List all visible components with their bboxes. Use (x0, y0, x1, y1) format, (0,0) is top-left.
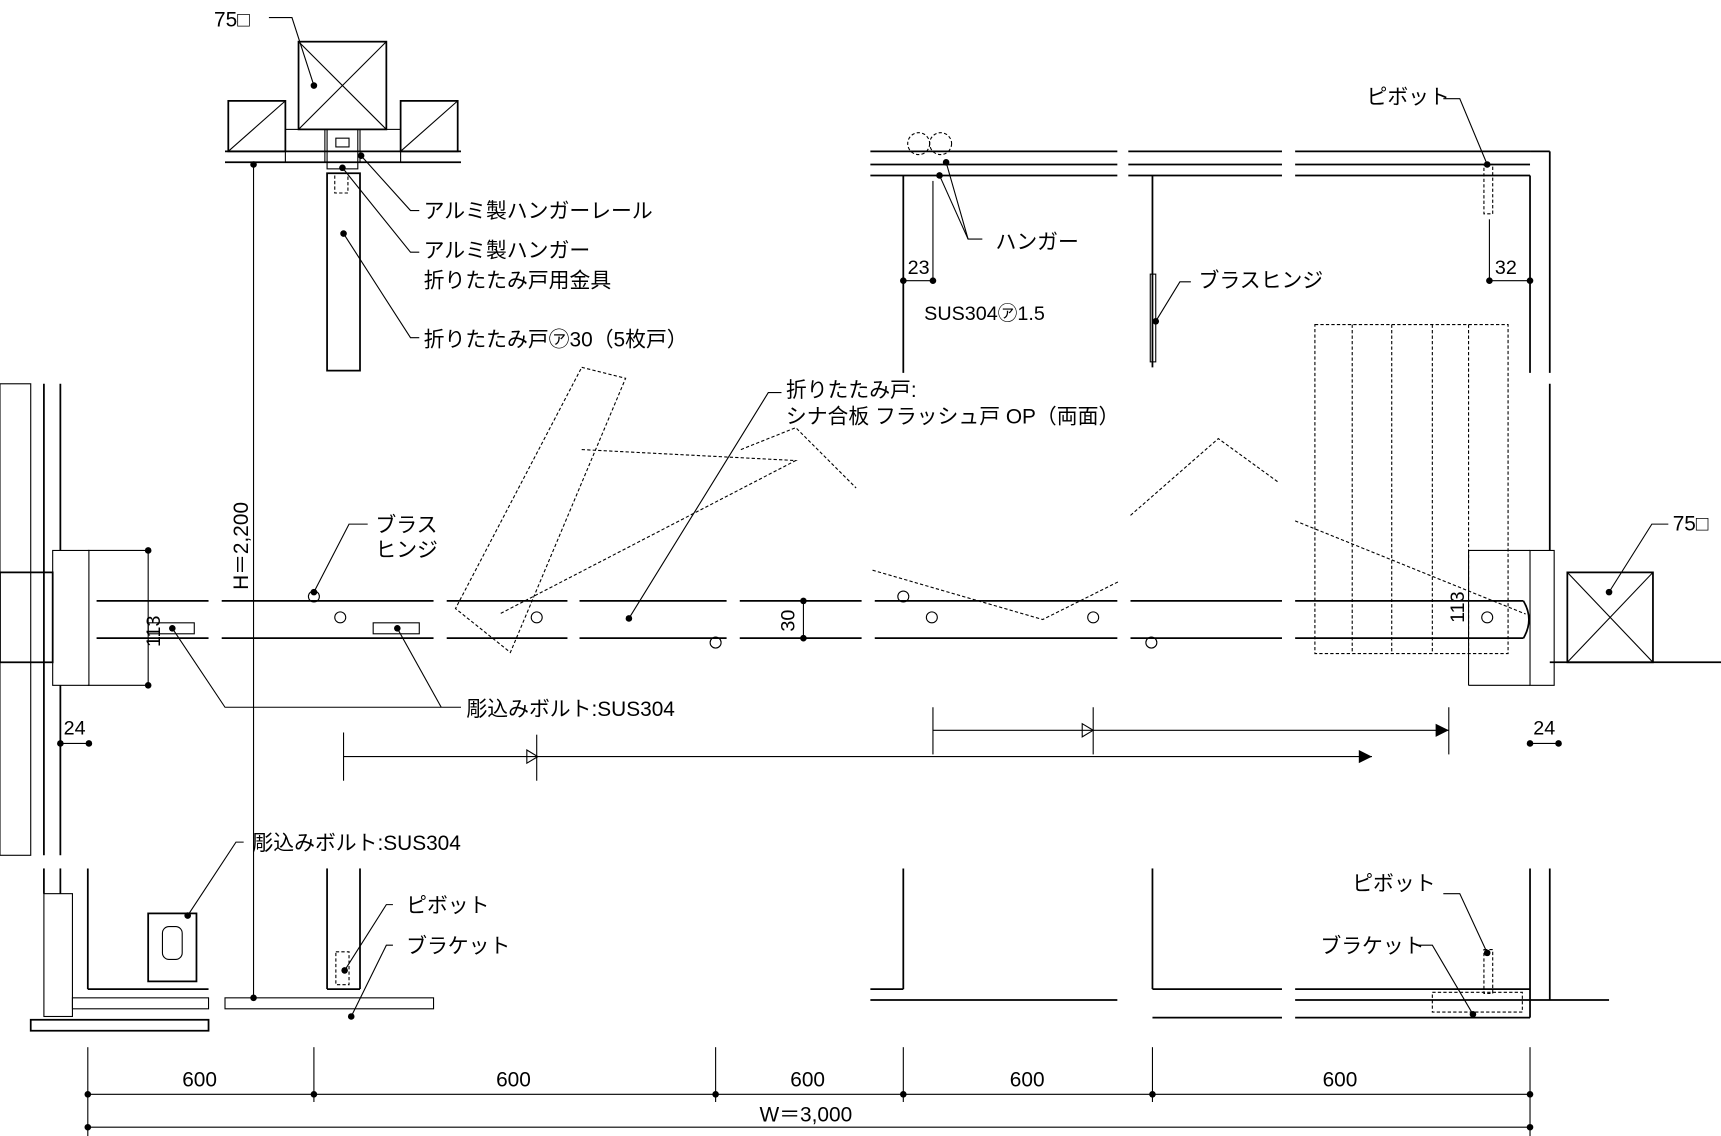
dim-32: 32 (1495, 257, 1517, 279)
bracket-left-label: ブラケット (406, 934, 510, 958)
sill-section (29, 841, 1610, 1032)
brass-hinge-right-label: ブラスヒンジ (1199, 268, 1324, 292)
dim-panel-1: 600 (182, 1069, 217, 1092)
pivot-bottom-right-label: ピボット (1352, 872, 1435, 895)
door-spec-label: 折りたたみ戸㋐30（5枚戸） (424, 329, 688, 352)
head-detail-right (870, 98, 1551, 655)
hanger-label: ハンガー (996, 231, 1079, 254)
hanger-label-line2: 折りたたみ戸用金具 (424, 269, 612, 292)
dim-23: 23 (908, 257, 930, 279)
flush-bolt-elev (147, 912, 198, 983)
hanger-label-line1: アルミ製ハンガー (424, 240, 591, 263)
dim-panel-5: 600 (1323, 1069, 1358, 1092)
head-section (225, 16, 461, 998)
door-material-line1: 折りたたみ戸: (786, 379, 917, 402)
plan-section (0, 366, 1721, 856)
dim-total-width: W＝3,000 (760, 1104, 853, 1127)
post-size-top-label: 75□ (214, 8, 250, 31)
flush-bolt-elev-label: 彫込みボルト:SUS304 (252, 832, 460, 855)
pivot-bottom-left-label: ピボット (406, 894, 489, 917)
height-dimension: H＝2,200 (230, 502, 253, 590)
pivot-top-label: ピボット (1366, 86, 1449, 109)
brass-hinge-left-line2: ヒンジ (375, 539, 438, 562)
dim-30: 30 (778, 610, 800, 632)
dim-113-left: 113 (143, 615, 165, 646)
sus-plate-label: SUS304㋐1.5 (924, 303, 1045, 325)
dim-panel-4: 600 (1010, 1069, 1045, 1092)
dim-panel-2: 600 (496, 1069, 531, 1092)
bracket-right-label: ブラケット (1320, 934, 1424, 958)
dim-panel-3: 600 (790, 1069, 825, 1092)
dim-24-right: 24 (1533, 718, 1555, 740)
door-leaf-section (326, 172, 361, 372)
dim-24-left: 24 (64, 718, 86, 740)
brass-hinge-left-line1: ブラス (375, 513, 437, 537)
door-material-line2: シナ合板 フラッシュ戸 OP（両面） (786, 405, 1119, 428)
hanger-rail-label: アルミ製ハンガーレール (424, 200, 653, 223)
width-dimensions (84, 1047, 1534, 1136)
dim-113-right: 113 (1447, 591, 1469, 622)
flush-bolt-plan-label: 彫込みボルト:SUS304 (466, 698, 674, 721)
post-size-right-label: 75□ (1673, 513, 1709, 536)
